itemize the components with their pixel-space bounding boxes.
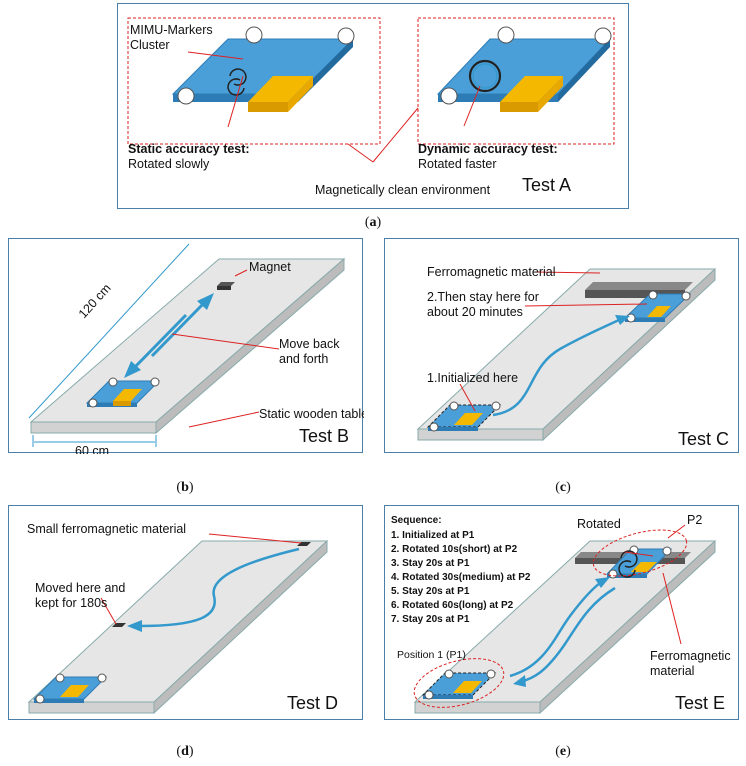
ferro-pointer — [662, 572, 682, 645]
move-label-line2: and forth — [279, 352, 328, 366]
sequence-step-7: 7. Stay 20s at P1 — [391, 614, 470, 625]
ferro-label-line1: Ferromagnetic — [650, 649, 731, 663]
static-test-title: Static accuracy test: — [128, 142, 250, 156]
stay-label-line1: 2.Then stay here for — [427, 290, 539, 304]
test-d-title: Test D — [287, 693, 338, 713]
movement-arrow — [492, 317, 622, 417]
p2-label: P2 — [687, 513, 702, 527]
cluster-pointer — [187, 51, 244, 60]
caption-c: (c) — [555, 480, 571, 495]
p2-highlight — [592, 529, 688, 577]
panel-c: Ferromagnetic material 2.Then stay here … — [384, 238, 739, 453]
dynamic-test-desc: Rotated faster — [418, 157, 497, 171]
stay-pointer — [524, 303, 648, 307]
panel-b-diagram: Magnet 120 cm Move back and forth Static… — [28, 243, 368, 458]
static-pointer — [227, 75, 244, 128]
caption-a: (a) — [364, 215, 382, 230]
panel-c-diagram: Ferromagnetic material 2.Then stay here … — [416, 265, 729, 449]
small-ferro-pointer — [208, 533, 302, 544]
cycle-arrows — [509, 577, 616, 687]
panel-a-diagram: MIMU-Markers Cluster Static accuracy tes… — [127, 17, 615, 197]
test-e-title: Test E — [675, 693, 725, 713]
init-pointer — [459, 383, 476, 412]
panel-a: MIMU-Markers Cluster Static accuracy tes… — [117, 3, 629, 209]
sequence-title: Sequence: — [391, 515, 442, 526]
env-pointer-right — [372, 107, 419, 163]
mimu-board — [85, 377, 161, 408]
static-test-desc: Rotated slowly — [128, 157, 210, 171]
move-pointer — [171, 333, 280, 350]
sequence-step-4: 4. Rotated 30s(medium) at P2 — [391, 572, 531, 583]
p2-pointer — [667, 524, 686, 539]
test-b-title: Test B — [299, 426, 349, 446]
panel-b: Magnet 120 cm Move back and forth Static… — [8, 238, 368, 458]
init-label: 1.Initialized here — [427, 371, 518, 385]
environment-label: Magnetically clean environment — [315, 183, 491, 197]
table-label: Static wooden table — [259, 407, 364, 421]
rotation-icon — [618, 550, 638, 578]
table-pointer — [188, 411, 260, 428]
moved-label-line1: Moved here and — [35, 581, 125, 595]
dynamic-test-title: Dynamic accuracy test: — [418, 142, 558, 156]
panel-d: Small ferromagnetic material Moved here … — [8, 505, 363, 720]
sequence-step-5: 5. Stay 20s at P1 — [391, 586, 470, 597]
sequence-step-3: 3. Stay 20s at P1 — [391, 558, 470, 569]
panel-e: Sequence: 1. Initialized at P1 2. Rotate… — [384, 505, 739, 720]
length-dimension-line — [28, 243, 190, 419]
mimu-board — [32, 673, 108, 704]
env-pointer-left — [347, 143, 374, 163]
position1-label: Position 1 (P1) — [397, 649, 466, 661]
board-p1 — [421, 669, 497, 700]
panel-d-diagram: Small ferromagnetic material Moved here … — [27, 522, 338, 715]
mimu-board-static — [171, 26, 355, 112]
small-ferro-label: Small ferromagnetic material — [27, 522, 186, 536]
static-test-box — [127, 17, 381, 145]
wooden-table — [27, 539, 329, 715]
rotation-fast-icon — [468, 59, 502, 93]
moved-pointer — [100, 597, 117, 625]
move-label-line1: Move back — [279, 337, 340, 351]
sequence-step-2: 2. Rotated 10s(short) at P2 — [391, 544, 518, 555]
length-label: 120 cm — [76, 281, 114, 321]
board-initial-position — [426, 401, 502, 432]
test-c-title: Test C — [678, 429, 729, 449]
width-label: 60 cm — [75, 444, 109, 454]
magnet-label: Magnet — [249, 260, 291, 274]
stay-label-line2: about 20 minutes — [427, 305, 523, 319]
dynamic-pointer — [463, 85, 481, 127]
panel-e-diagram: Sequence: 1. Initialized at P1 2. Rotate… — [391, 513, 731, 715]
rotated-label: Rotated — [577, 517, 621, 531]
ferro-pointer — [534, 271, 601, 274]
moved-label-line2: kept for 180s — [35, 596, 107, 610]
sequence-step-1: 1. Initialized at P1 — [391, 530, 475, 541]
movement-arrow — [138, 547, 300, 628]
sequence-step-6: 6. Rotated 60s(long) at P2 — [391, 600, 514, 611]
caption-d: (d) — [176, 744, 194, 759]
ferro-label: Ferromagnetic material — [427, 265, 556, 279]
mimu-board-dynamic — [436, 26, 612, 112]
ferro-label-line2: material — [650, 664, 694, 678]
test-a-title: Test A — [522, 175, 571, 195]
back-forth-arrows — [124, 293, 214, 378]
board-final-position — [623, 290, 692, 323]
rotated-pointer — [624, 551, 654, 557]
caption-e: (e) — [555, 744, 571, 759]
cluster-label-line1: MIMU-Markers — [130, 23, 213, 37]
rotation-slow-icon — [227, 68, 247, 96]
magnet-pointer — [234, 269, 248, 277]
cluster-label-line2: Cluster — [130, 38, 170, 52]
caption-b: (b) — [176, 480, 194, 495]
magnet-block — [217, 282, 235, 290]
dynamic-test-box — [417, 17, 615, 145]
